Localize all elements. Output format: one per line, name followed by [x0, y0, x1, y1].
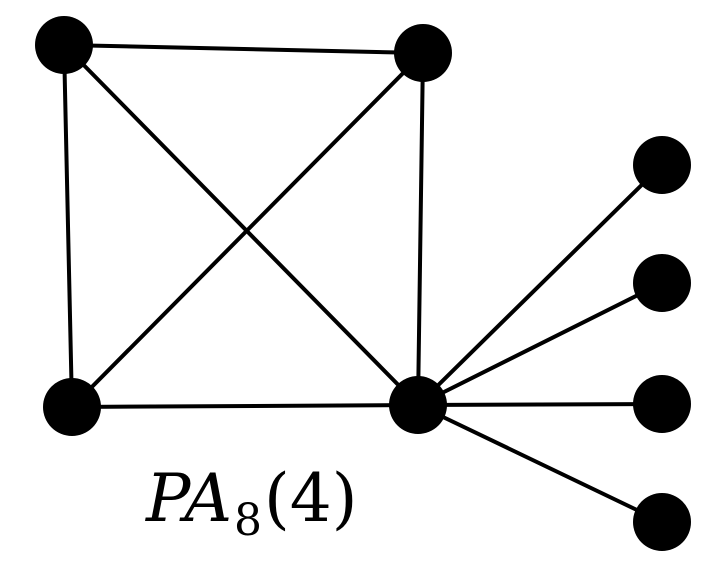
edge-v3-v4 [70, 403, 420, 409]
vertex-v7 [633, 375, 691, 433]
edge-v4-v7 [416, 402, 664, 407]
edge-v1-v3 [62, 43, 74, 409]
edge-v1-v2 [62, 43, 425, 55]
graph-label-symbol: PA [146, 460, 233, 537]
graph-label-argument: (4) [264, 460, 358, 537]
edge-v2-v4 [416, 51, 425, 407]
vertex-v8 [633, 493, 691, 551]
vertex-v6 [633, 254, 691, 312]
edge-layer [62, 43, 664, 524]
edge-v1-v4 [62, 43, 420, 407]
edge-v4-v6 [416, 281, 664, 407]
vertex-v1 [35, 16, 93, 74]
vertex-layer [35, 16, 691, 551]
graph-label-subscript: 8 [234, 495, 263, 546]
edge-v4-v8 [416, 403, 664, 524]
vertex-v2 [394, 24, 452, 82]
vertex-v5 [633, 136, 691, 194]
vertex-v4 [389, 376, 447, 434]
graph-label: PA8(4) [146, 466, 358, 543]
edge-v2-v3 [70, 51, 425, 409]
vertex-v3 [43, 378, 101, 436]
edge-v4-v5 [416, 163, 664, 407]
